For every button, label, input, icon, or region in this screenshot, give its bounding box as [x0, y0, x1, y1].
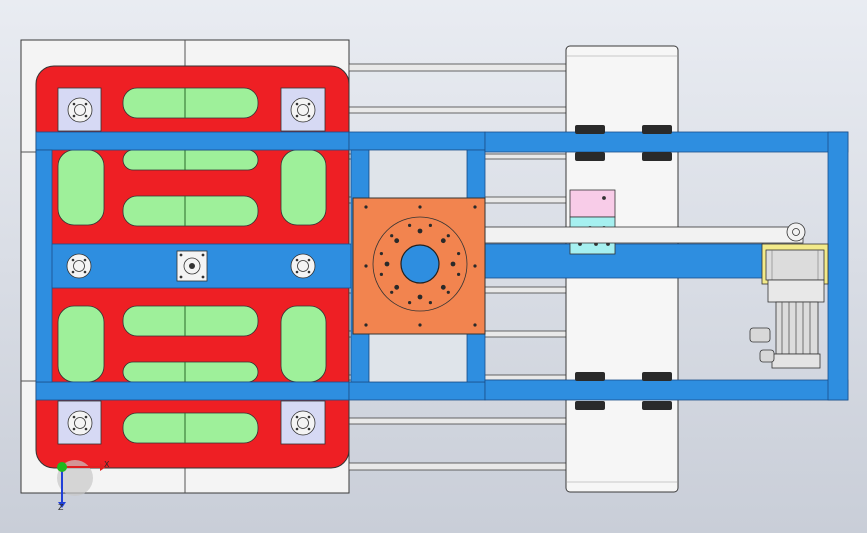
bolt-hole: [428, 301, 432, 305]
bolt-hole: [446, 234, 450, 238]
bolt-hole: [446, 290, 450, 294]
bolt-hole: [417, 228, 423, 234]
bolt-hole: [364, 205, 368, 209]
linear-blocks: [575, 125, 672, 410]
bolt-hole: [384, 261, 390, 267]
blue-frame-inner: [368, 149, 468, 383]
pivot-bearing-icon: [66, 97, 316, 436]
pivot-bearing-icon: [67, 410, 93, 436]
bolt-hole: [473, 323, 477, 327]
bearing-mounts: [57, 87, 326, 445]
bolt-hole: [417, 294, 423, 300]
bolt-hole: [418, 323, 422, 327]
bolt-hole: [440, 284, 446, 290]
triad-x-label: X: [104, 460, 110, 469]
bolt-hole: [390, 290, 394, 294]
pivot-bearing-icon: [66, 253, 92, 279]
bolt-hole: [408, 223, 412, 227]
bolt-hole: [379, 252, 383, 256]
green-pads: [57, 87, 327, 444]
bolt-hole: [390, 234, 394, 238]
pivot-bearing-icon: [290, 253, 316, 279]
triad-z-label: Z: [58, 503, 64, 512]
bolt-hole: [364, 264, 368, 268]
bolt-hole: [418, 205, 422, 209]
orange-turntable-plate: [352, 197, 486, 335]
bolt-hole: [408, 301, 412, 305]
bolt-hole: [450, 261, 456, 267]
bolt-hole: [457, 252, 461, 256]
bolt-hole: [428, 223, 432, 227]
center-fitting: [176, 250, 208, 282]
servo-motor-icon: [749, 243, 829, 369]
bolt-hole: [440, 238, 446, 244]
bolt-hole: [379, 272, 383, 276]
bolt-hole: [457, 272, 461, 276]
bolt-hole: [394, 238, 400, 244]
bolt-hole: [473, 205, 477, 209]
bolt-hole: [394, 284, 400, 290]
coordinate-triad-icon: [57, 460, 106, 508]
bolt-hole: [364, 323, 368, 327]
pivot-bearing-icon: [290, 410, 316, 436]
connecting-rod: [484, 222, 806, 244]
bolt-hole: [473, 264, 477, 268]
sensor-bracket: [569, 189, 616, 255]
pivot-bearing-icon: [67, 97, 93, 123]
pivot-bearing-icon: [290, 97, 316, 123]
